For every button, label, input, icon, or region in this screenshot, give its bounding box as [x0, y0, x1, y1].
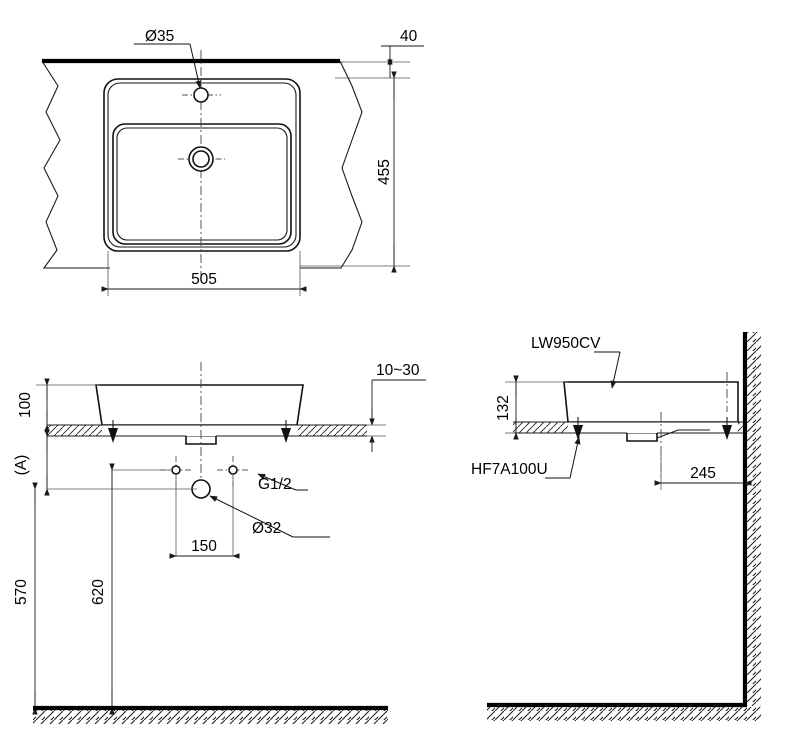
- mounting-bracket-left: [108, 420, 118, 443]
- supply-point-right: [217, 456, 249, 486]
- dim-10-30-label: 10~30: [376, 362, 420, 379]
- dim-505: 505: [101, 251, 307, 296]
- dim-100: 100: [17, 378, 100, 432]
- g12-leader: G1/2: [257, 473, 308, 493]
- trap-callout-label: HF7A100U: [471, 461, 548, 478]
- g12-label: G1/2: [258, 476, 292, 493]
- dim-245-label: 245: [690, 465, 716, 482]
- floor-front-view: [33, 705, 388, 724]
- floor-hatch-side: [487, 707, 761, 721]
- drain-hole-top: [178, 146, 225, 172]
- dim-40-label: 40: [400, 28, 418, 45]
- dia32-label: Ø32: [252, 520, 281, 537]
- drain-boss-side: [626, 433, 658, 442]
- dim-620: 620: [90, 463, 115, 715]
- basin-outer-outline: [103, 78, 301, 252]
- dim-132: 132: [495, 375, 568, 440]
- basin-underside-slope: [656, 429, 710, 439]
- mounting-bracket-side-right: [722, 417, 732, 440]
- counter-cutout-mask-side: [568, 422, 738, 433]
- basin-body-side: [563, 381, 739, 423]
- dia35-leader: Ø35: [134, 28, 202, 89]
- dim-455: 455: [376, 71, 397, 273]
- dim-245: 245: [654, 446, 752, 490]
- wall-hatch: [747, 332, 761, 706]
- dim-40: 40: [381, 28, 424, 78]
- dim-10-30: 10~30: [367, 362, 426, 452]
- counter-break-left: [41, 60, 110, 269]
- dim-570: 570: [13, 482, 38, 715]
- basin-outer-offset: [107, 82, 297, 248]
- counter-cutout-mask: [102, 425, 298, 436]
- basin-bowl-outline: [112, 123, 292, 245]
- dim-ref-A-label: (A): [13, 455, 30, 476]
- basin-body-front: [95, 384, 304, 426]
- basin-callout: LW950CV: [531, 335, 621, 389]
- dim-620-label: 620: [90, 579, 107, 605]
- faucet-hole-dia35: [182, 87, 221, 103]
- front-elevation-view: G1/2 Ø32 150 10~30: [13, 362, 426, 724]
- mounting-bracket-side-left: [573, 417, 583, 440]
- basin-callout-label: LW950CV: [531, 335, 601, 352]
- dim-150: 150: [169, 538, 240, 559]
- wall-side-view: [742, 332, 761, 706]
- trap-callout: HF7A100U: [471, 436, 581, 479]
- dim-132-label: 132: [495, 395, 512, 421]
- dim-ref-A: (A): [13, 429, 50, 496]
- floor-hatch-front: [33, 710, 388, 724]
- top-view: Ø35 40 455 505: [41, 28, 424, 296]
- dim-455-label: 455: [376, 159, 393, 185]
- side-elevation-view: LW950CV HF7A100U 132 245: [471, 332, 761, 721]
- dim-505-label: 505: [191, 271, 217, 288]
- floor-side-view: [487, 702, 761, 721]
- counter-break-right: [300, 60, 363, 269]
- dim-100-label: 100: [17, 392, 34, 418]
- dim-570-label: 570: [13, 579, 30, 605]
- basin-bowl-offset: [116, 127, 288, 241]
- mounting-bracket-right: [281, 420, 291, 443]
- dim-150-label: 150: [191, 538, 217, 555]
- dia32-leader: Ø32: [209, 495, 330, 538]
- dia35-label: Ø35: [145, 28, 174, 45]
